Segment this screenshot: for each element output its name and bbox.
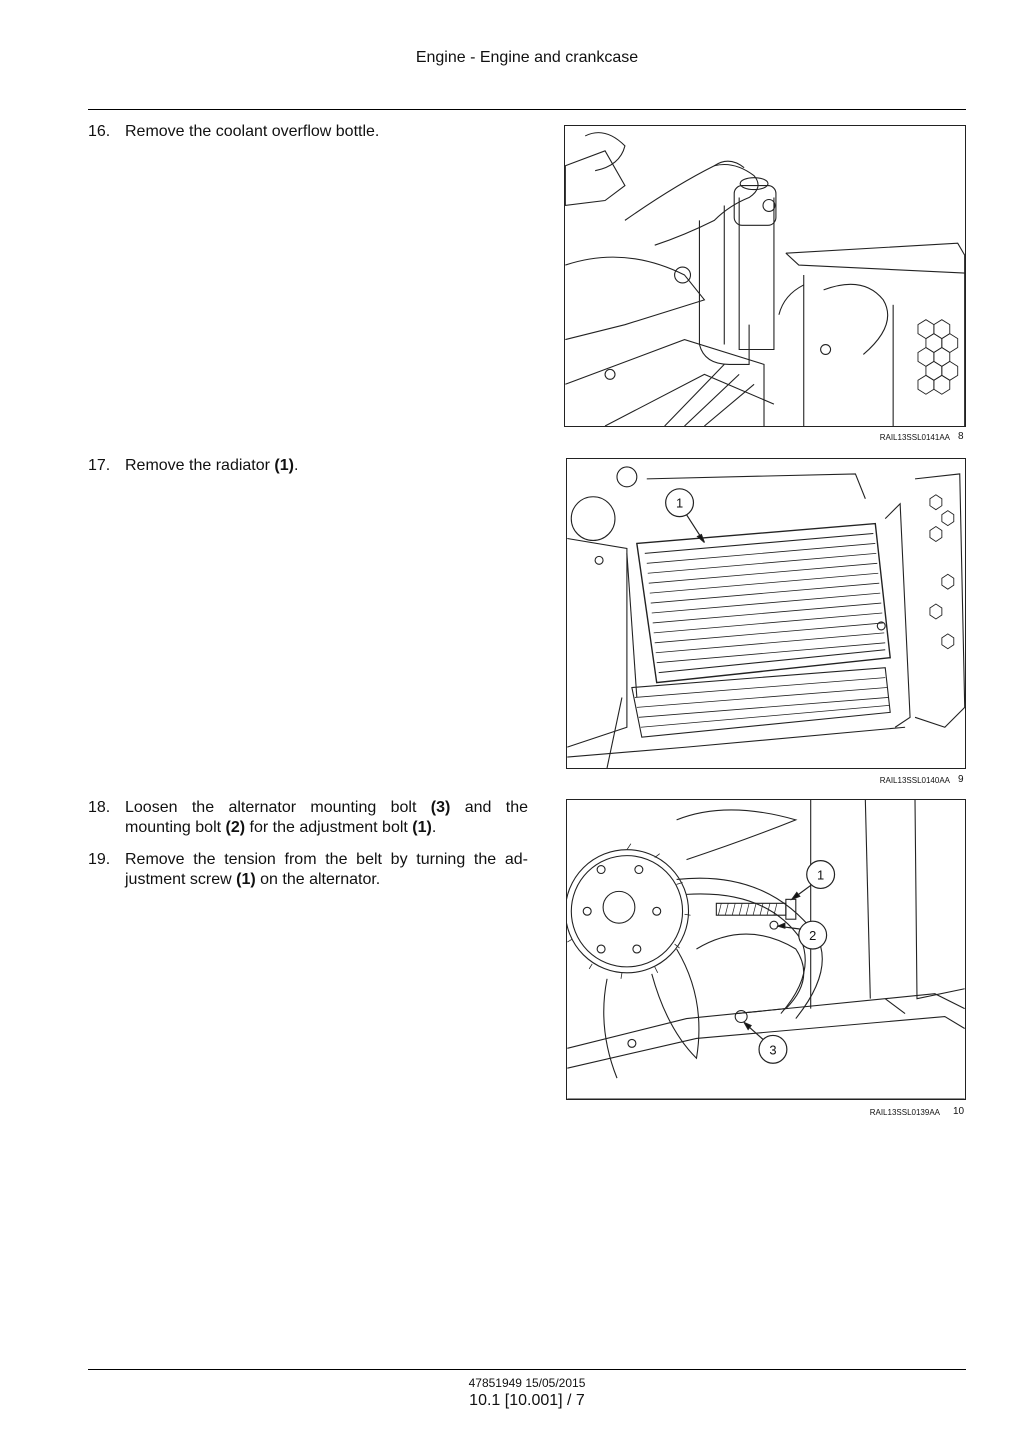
callout-label: 3 bbox=[769, 1042, 776, 1057]
figure-alternator: 1 2 3 bbox=[566, 799, 966, 1100]
callout-reference: (3) bbox=[430, 799, 451, 816]
step-text: Remove the radiator (1). bbox=[125, 457, 299, 474]
callout-reference: (2) bbox=[225, 819, 246, 836]
step-number: 17. bbox=[88, 457, 111, 474]
header-divider bbox=[88, 109, 966, 110]
footer-document-id: 47851949 15/05/2015 bbox=[468, 1376, 586, 1390]
footer-divider bbox=[88, 1369, 966, 1370]
figure-radiator: 1 bbox=[566, 458, 966, 769]
step-16: 16. Remove the coolant overflow bottle. bbox=[88, 122, 528, 142]
figure-number: 10 bbox=[953, 1106, 965, 1117]
figure-code: RAIL13SSL0140AA bbox=[879, 776, 950, 785]
step-number: 19. bbox=[88, 851, 111, 868]
figure-number: 8 bbox=[958, 431, 964, 442]
callout-reference: (1) bbox=[274, 457, 294, 474]
figure-number: 9 bbox=[958, 774, 964, 785]
callout-reference: (1) bbox=[236, 871, 256, 888]
figure-code: RAIL13SSL0141AA bbox=[879, 433, 950, 442]
step-text: Remove the coolant overflow bottle. bbox=[125, 123, 380, 140]
footer-page-number: 10.1 [10.001] / 7 bbox=[469, 1392, 585, 1409]
step-18: 18. Loosen the alternator mounting bolt … bbox=[88, 798, 528, 838]
callout-reference: (1) bbox=[412, 819, 432, 836]
callout-label: 2 bbox=[809, 928, 816, 943]
page-header-title: Engine - Engine and crankcase bbox=[415, 49, 639, 66]
figure-code: RAIL13SSL0139AA bbox=[869, 1108, 940, 1117]
callout-label: 1 bbox=[817, 867, 824, 882]
callout-label: 1 bbox=[676, 496, 683, 511]
step-text: Remove the tension from the belt by turn… bbox=[125, 851, 528, 888]
step-number: 18. bbox=[88, 799, 111, 816]
step-text: Loosen the alternator mounting bolt (3) … bbox=[125, 799, 529, 836]
step-number: 16. bbox=[88, 123, 111, 140]
step-19: 19. Remove the tension from the belt by … bbox=[88, 850, 528, 890]
step-17: 17. Remove the radiator (1). bbox=[88, 456, 528, 476]
figure-coolant-bottle bbox=[564, 125, 966, 427]
